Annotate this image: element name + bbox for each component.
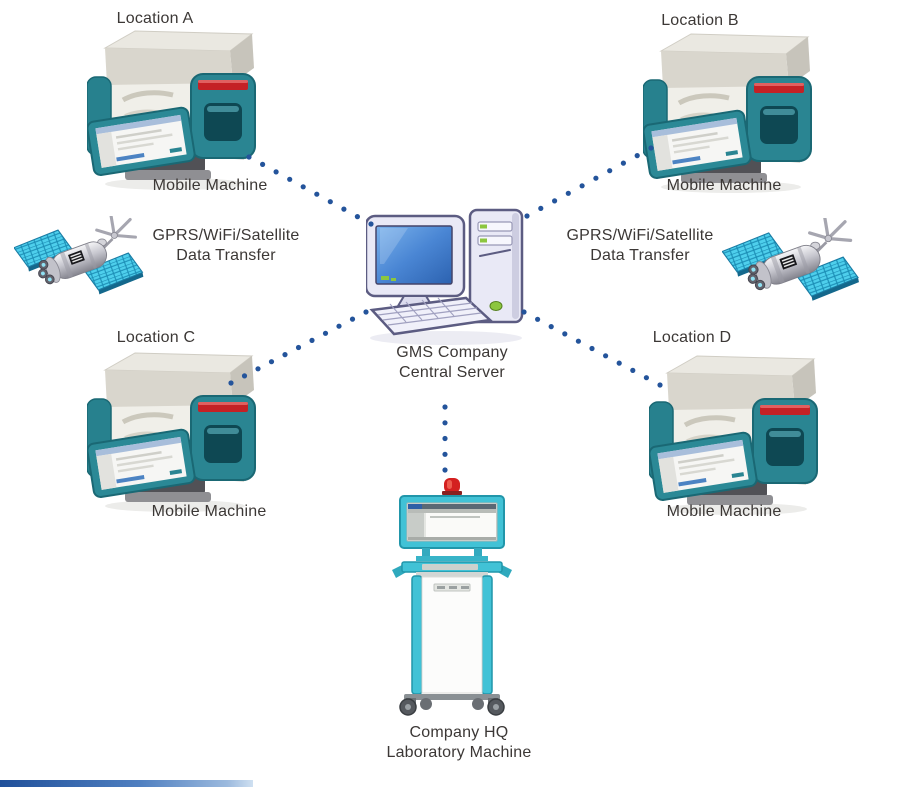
transfer-right-line1: GPRS/WiFi/Satellite bbox=[566, 227, 714, 244]
location-c-machine-icon bbox=[87, 350, 263, 514]
location-d-machine-icon bbox=[649, 353, 825, 517]
central-server-computer-icon bbox=[366, 208, 534, 346]
location-a-caption: Mobile Machine bbox=[152, 177, 268, 194]
hq-lab-line2: Laboratory Machine bbox=[386, 744, 532, 761]
location-b-caption: Mobile Machine bbox=[666, 177, 782, 194]
transfer-label-right: GPRS/WiFi/Satellite Data Transfer bbox=[550, 226, 730, 266]
hq-lab-caption: Company HQ Laboratory Machine bbox=[369, 723, 549, 763]
location-a-title: Location A bbox=[116, 10, 194, 27]
transfer-left-line1: GPRS/WiFi/Satellite bbox=[152, 227, 300, 244]
location-b-machine-icon bbox=[643, 31, 819, 195]
location-d-title: Location D bbox=[652, 329, 732, 346]
hq-lab-line1: Company HQ bbox=[409, 724, 509, 741]
satellite-right-icon bbox=[722, 218, 862, 311]
satellite-left-icon bbox=[14, 216, 146, 304]
location-c-caption: Mobile Machine bbox=[151, 503, 267, 520]
footer-accent-bar bbox=[0, 780, 253, 787]
central-server-line1: GMS Company bbox=[396, 344, 508, 361]
transfer-label-left: GPRS/WiFi/Satellite Data Transfer bbox=[136, 226, 316, 266]
location-b-title: Location B bbox=[661, 12, 739, 29]
location-c-title: Location C bbox=[116, 329, 196, 346]
central-server-line2: Central Server bbox=[399, 364, 505, 381]
transfer-right-line2: Data Transfer bbox=[590, 247, 690, 264]
location-d-caption: Mobile Machine bbox=[666, 503, 782, 520]
transfer-left-line2: Data Transfer bbox=[176, 247, 276, 264]
hq-laboratory-machine-icon bbox=[392, 478, 512, 716]
central-server-caption: GMS Company Central Server bbox=[372, 343, 532, 383]
location-a-machine-icon bbox=[87, 28, 263, 192]
